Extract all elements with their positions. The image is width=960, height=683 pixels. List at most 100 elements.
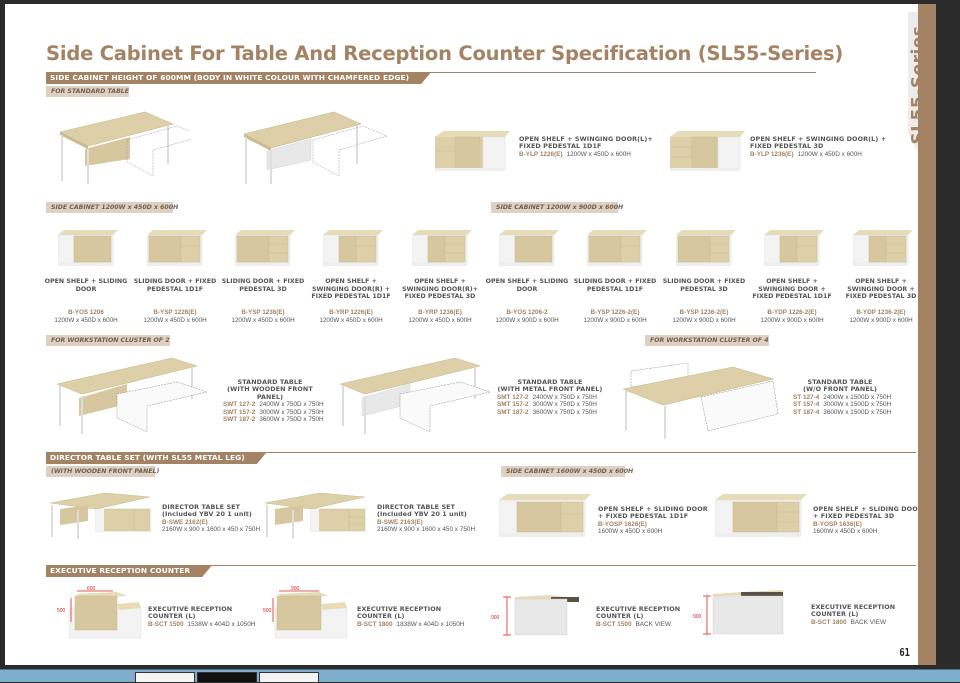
tag-standard-table: FOR STANDARD TABLE bbox=[46, 86, 129, 97]
tag-side-cabinet-900: SIDE CABINET 1200W x 900D x 600H bbox=[491, 202, 623, 213]
product-code: B-YOSP 1636(E) bbox=[813, 520, 862, 528]
workstation-cluster-4-image bbox=[623, 362, 779, 439]
tag-wooden-front-panel: (WITH WOODEN FRONT PANEL) bbox=[46, 466, 159, 477]
catalog-page: Side Cabinet For Table And Reception Cou… bbox=[5, 4, 936, 665]
workstation-code: SWT 187-2 bbox=[223, 416, 256, 424]
cabinet-name: OPEN SHELF + SWINGING DOOR + FIXED PEDES… bbox=[752, 278, 832, 301]
counter-name: EXECUTIVE RECEPTION COUNTER (L) bbox=[148, 605, 233, 621]
workstation-dims: 3600W x 1500D x 750H bbox=[823, 408, 892, 416]
cabinet-dims: 1200W x 450D x 600H bbox=[231, 316, 295, 324]
reception-counter-1500-back: EXECUTIVE RECEPTION COUNTER (L) B-SCT 15… bbox=[596, 605, 716, 628]
workstation-subtitle: (WITH METAL FRONT PANEL) bbox=[497, 385, 603, 394]
counter-code: B-SCT 1800 bbox=[811, 618, 847, 626]
counter-dims: BACK VIEW bbox=[635, 620, 672, 628]
cabinet-name: OPEN SHELF + SWINGING DOOR + FIXED PEDES… bbox=[845, 278, 917, 301]
product-dims: 1200W x 450D x 600H bbox=[566, 150, 631, 158]
workstation-swt: STANDARD TABLE (WITH WOODEN FRONT PANEL)… bbox=[215, 378, 325, 423]
dim-height-label: 500 bbox=[263, 608, 272, 614]
product-dims: 1600W x 450D x 600H bbox=[813, 528, 878, 536]
cabinet-code: B-YDP 1236-2(E) bbox=[856, 309, 906, 316]
side-cabinet-image bbox=[853, 230, 913, 266]
dim-height-label: 900 bbox=[491, 615, 500, 621]
workstation-subtitle: (W/O FRONT PANEL) bbox=[802, 385, 878, 394]
side-cabinet-yosp-1626: OPEN SHELF + SLIDING DOOR + FIXED PEDEST… bbox=[598, 505, 713, 536]
director-set-note: (Included YBV 20 1 unit) bbox=[377, 510, 467, 519]
workstation-title: STANDARD TABLE bbox=[237, 378, 303, 386]
side-cabinet-image bbox=[499, 230, 559, 266]
side-cabinet-item: OPEN SHELF + SWINGING DOOR(R) + FIXED PE… bbox=[308, 278, 394, 324]
side-cabinet-image bbox=[412, 230, 472, 266]
director-table-2163-image bbox=[265, 492, 366, 539]
workstation-metal-panel-image bbox=[340, 357, 490, 434]
workstation-title: STANDARD TABLE bbox=[807, 378, 873, 386]
page-title: Side Cabinet For Table And Reception Cou… bbox=[46, 42, 844, 65]
page-spine bbox=[918, 4, 936, 665]
cabinet-dims: 1200W x 450D x 600H bbox=[408, 316, 472, 324]
cabinet-dims: 1200W x 900D x 600H bbox=[495, 316, 559, 324]
cabinet-name: SLIDING DOOR + FIXED PEDESTAL 3D bbox=[662, 278, 746, 293]
cabinet-ylp-1236-image bbox=[670, 131, 745, 171]
director-set-name: DIRECTOR TABLE SET bbox=[162, 503, 241, 511]
cabinet-name: SLIDING DOOR + FIXED PEDESTAL 3D bbox=[221, 278, 305, 293]
workstation-dims: 3000W x 1500D x 750H bbox=[823, 401, 892, 409]
product-name: OPEN SHELF + SWINGING DOOR(L) + FIXED PE… bbox=[750, 135, 887, 151]
cabinet-dims: 1200W x 900D x 600H bbox=[583, 316, 647, 324]
cabinet-dims: 1200W x 900D x 600H bbox=[760, 316, 824, 324]
section-header-reception: EXECUTIVE RECEPTION COUNTER bbox=[46, 565, 916, 577]
section-divider bbox=[422, 72, 816, 73]
taskbar-button[interactable] bbox=[135, 672, 195, 683]
product-dims: 1200W x 450D x 600H bbox=[797, 150, 862, 158]
workstation-dims: 3000W x 750D x 750H bbox=[532, 401, 597, 409]
product-name: OPEN SHELF + SWINGING DOOR(L)+ FIXED PED… bbox=[519, 135, 653, 151]
counter-name: EXECUTIVE RECEPTION COUNTER (L) bbox=[357, 605, 442, 621]
workstation-subtitle: (WITH WOODEN FRONT PANEL) bbox=[227, 385, 313, 401]
cabinet-code: B-YRP 1236(E) bbox=[418, 309, 462, 316]
cabinet-name: OPEN SHELF + SLIDING DOOR bbox=[44, 278, 128, 293]
side-cabinet-image bbox=[323, 230, 383, 266]
section-divider bbox=[203, 565, 916, 566]
product-name: OPEN SHELF + SLIDING DOOR + FIXED PEDEST… bbox=[598, 505, 708, 521]
cabinet-dims: 1200W x 900D x 600H bbox=[849, 316, 913, 324]
workstation-code: SMT 127-2 bbox=[497, 393, 529, 401]
director-set-name: DIRECTOR TABLE SET bbox=[377, 503, 456, 511]
cabinet-code: B-YSP 1226(E) bbox=[153, 309, 197, 316]
workstation-code: SMT 157-2 bbox=[497, 401, 529, 409]
counter-code: B-SCT 1500 bbox=[148, 620, 184, 628]
reception-counter-1500: EXECUTIVE RECEPTION COUNTER (L) B-SCT 15… bbox=[148, 605, 268, 628]
director-set-code: B-SWE 2163(E) bbox=[377, 518, 423, 526]
director-set-dims: 2160W x 900 x 1600 x 450 x 750H bbox=[162, 526, 261, 534]
product-code: B-YLP 1236(E) bbox=[750, 150, 794, 158]
taskbar-button[interactable] bbox=[197, 672, 257, 683]
cabinet-name: OPEN SHELF + SWINGING DOOR(R)+ FIXED PED… bbox=[402, 278, 478, 301]
cabinet-name: OPEN SHELF + SWINGING DOOR(R) + FIXED PE… bbox=[311, 278, 391, 301]
product-code: B-YOSP 1626(E) bbox=[598, 520, 647, 528]
reception-counter-1800: EXECUTIVE RECEPTION COUNTER (L) B-SCT 18… bbox=[357, 605, 477, 628]
cabinet-name: OPEN SHELF + SLIDING DOOR bbox=[485, 278, 569, 293]
counter-name: EXECUTIVE RECEPTION COUNTER (L) bbox=[596, 605, 681, 621]
counter-code: B-SCT 1800 bbox=[357, 620, 393, 628]
director-set-dims: 2160W x 900 x 1600 x 450 x 750H bbox=[377, 526, 476, 534]
section-header-label: EXECUTIVE RECEPTION COUNTER bbox=[46, 565, 212, 577]
side-cabinet-item: OPEN SHELF + SWINGING DOOR(R)+ FIXED PED… bbox=[397, 278, 483, 324]
tag-cluster-of-4: FOR WORKSTATION CLUSTER OF 4 bbox=[645, 335, 769, 346]
side-cabinet-image bbox=[147, 230, 207, 266]
cabinet-dims: 1200W x 900D x 600H bbox=[672, 316, 736, 324]
side-cabinet-image bbox=[235, 230, 295, 266]
dim-width-label: 600 bbox=[87, 586, 96, 592]
product-name: OPEN SHELF + SLIDING DOOR + FIXED PEDEST… bbox=[813, 505, 923, 521]
cabinet-dims: 1200W x 450D x 600H bbox=[54, 316, 118, 324]
workstation-dims: 3000W x 750D x 750H bbox=[259, 408, 324, 416]
director-set-2162: DIRECTOR TABLE SET (Included YBV 20 1 un… bbox=[162, 503, 282, 534]
side-cabinet-yosp-1626-image bbox=[499, 494, 591, 537]
taskbar-button[interactable] bbox=[259, 672, 319, 683]
